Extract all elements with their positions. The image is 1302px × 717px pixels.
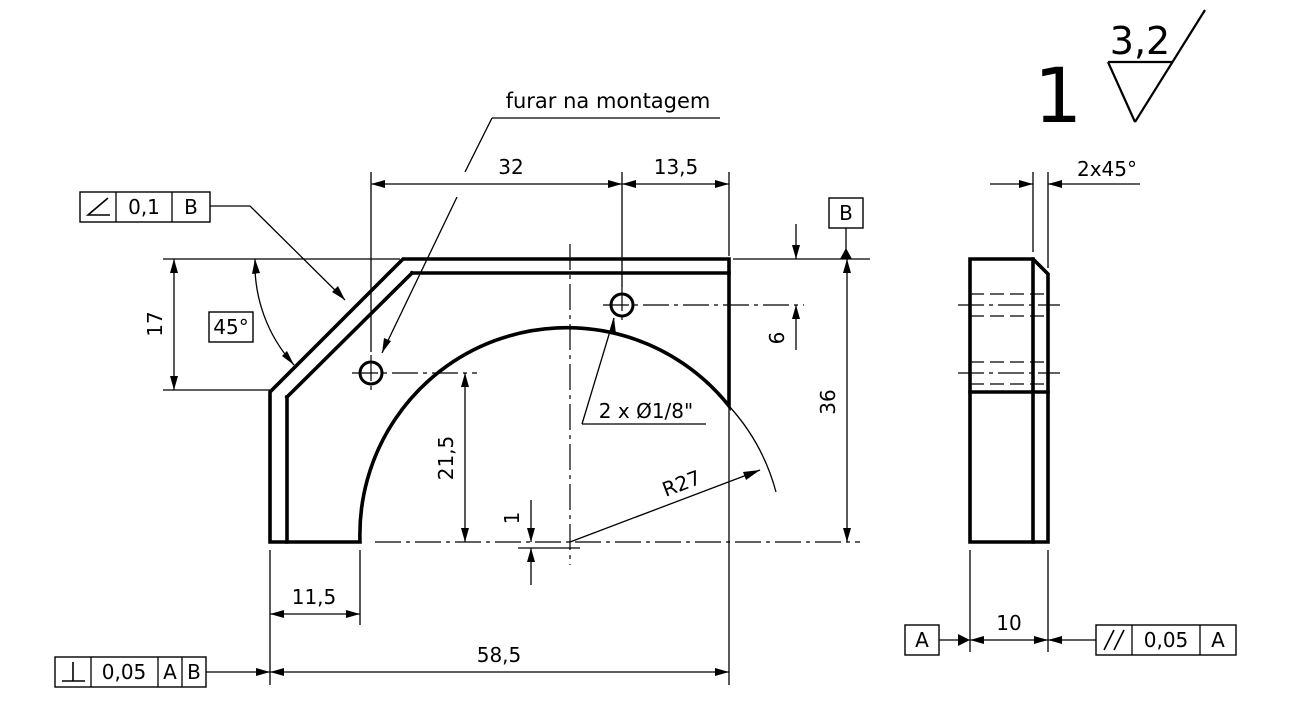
angularity-datum: B: [184, 195, 198, 219]
chamfer-line-diag: [284, 270, 415, 400]
note-text: furar na montagem: [506, 89, 711, 113]
dim-17: 17: [143, 311, 167, 336]
perpendicularity-value: 0,05: [102, 660, 147, 684]
dim-10: 10: [996, 611, 1021, 635]
radius-extension-arc: [728, 405, 777, 493]
dim-holes: 2 x Ø1/8": [599, 399, 693, 423]
perpendicularity-datum-a: A: [163, 660, 177, 684]
side-view: 2x45° 10 A 0,05 A: [904, 157, 1237, 656]
datum-a-label: A: [915, 628, 929, 652]
dim-11-5: 11,5: [292, 585, 337, 609]
part-outline: [268, 257, 731, 544]
front-view: [268, 244, 860, 565]
datum-b: B: [828, 197, 864, 259]
dim-45: 45°: [213, 315, 248, 339]
dim-chamfer: 2x45°: [1077, 157, 1137, 181]
dim-58-5: 58,5: [477, 643, 522, 667]
dim-32: 32: [498, 155, 523, 179]
front-dimensions: 32 13,5 17 45° 6 36 21,5: [143, 155, 870, 685]
dim-36: 36: [816, 389, 840, 414]
dim-1: 1: [500, 512, 524, 525]
dim-6: 6: [765, 332, 789, 345]
assembly-note: furar na montagem: [381, 89, 720, 354]
perpendicularity-datum-b: B: [187, 660, 201, 684]
angularity-value: 0,1: [128, 195, 160, 219]
parallelism-value: 0,05: [1144, 628, 1189, 652]
side-outline: [968, 257, 1050, 544]
angle-box: [208, 311, 254, 343]
roughness-value: 3,2: [1110, 19, 1170, 63]
dim-13-5: 13,5: [654, 155, 699, 179]
datum-b-label: B: [839, 201, 853, 225]
roughness-symbol: 1 3,2: [1034, 9, 1206, 140]
dim-21-5: 21,5: [434, 436, 458, 481]
angularity-frame: 0,1 B: [79, 191, 346, 301]
parallelism-datum: A: [1211, 628, 1225, 652]
roughness-index: 1: [1034, 51, 1082, 140]
dim-r27: R27: [659, 465, 704, 502]
perpendicularity-frame: 0,05 A B: [54, 656, 270, 688]
